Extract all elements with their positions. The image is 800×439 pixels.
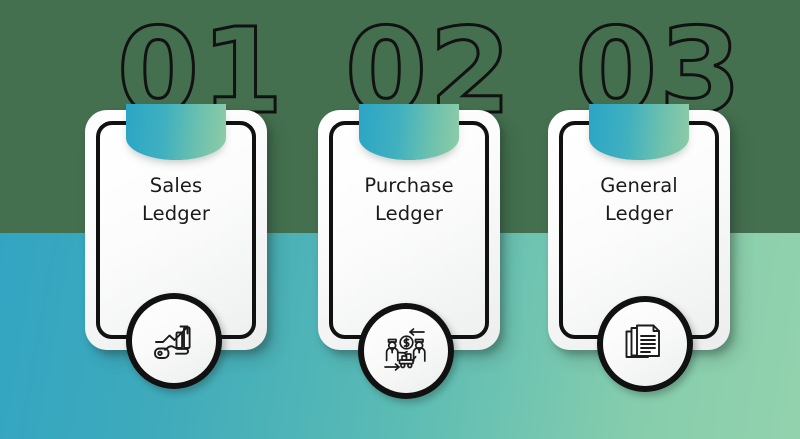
card-title: General Ledger [559, 172, 719, 229]
icon-badge-sales-ledger[interactable] [126, 293, 222, 389]
hand-holding-growth-chart-icon [148, 315, 200, 367]
icon-badge-purchase-ledger[interactable] [358, 303, 454, 399]
card-title-line-1: Purchase [364, 174, 454, 197]
card-title: Sales Ledger [96, 172, 256, 229]
card-tab [589, 104, 689, 160]
stacked-documents-icon [620, 319, 670, 369]
card-title-line-2: Ledger [142, 202, 210, 226]
icon-badge-general-ledger[interactable] [597, 296, 693, 392]
card-title: Purchase Ledger [329, 172, 489, 229]
card-title-line-2: Ledger [605, 202, 673, 226]
step-card-general-ledger[interactable]: General Ledger [548, 104, 730, 350]
card-title-line-1: Sales [149, 174, 203, 197]
card-tab [359, 104, 459, 160]
card-title-line-1: General [600, 174, 678, 197]
card-title-line-2: Ledger [375, 202, 443, 226]
buyer-seller-exchange-icon [379, 325, 433, 377]
card-tab [126, 104, 226, 160]
